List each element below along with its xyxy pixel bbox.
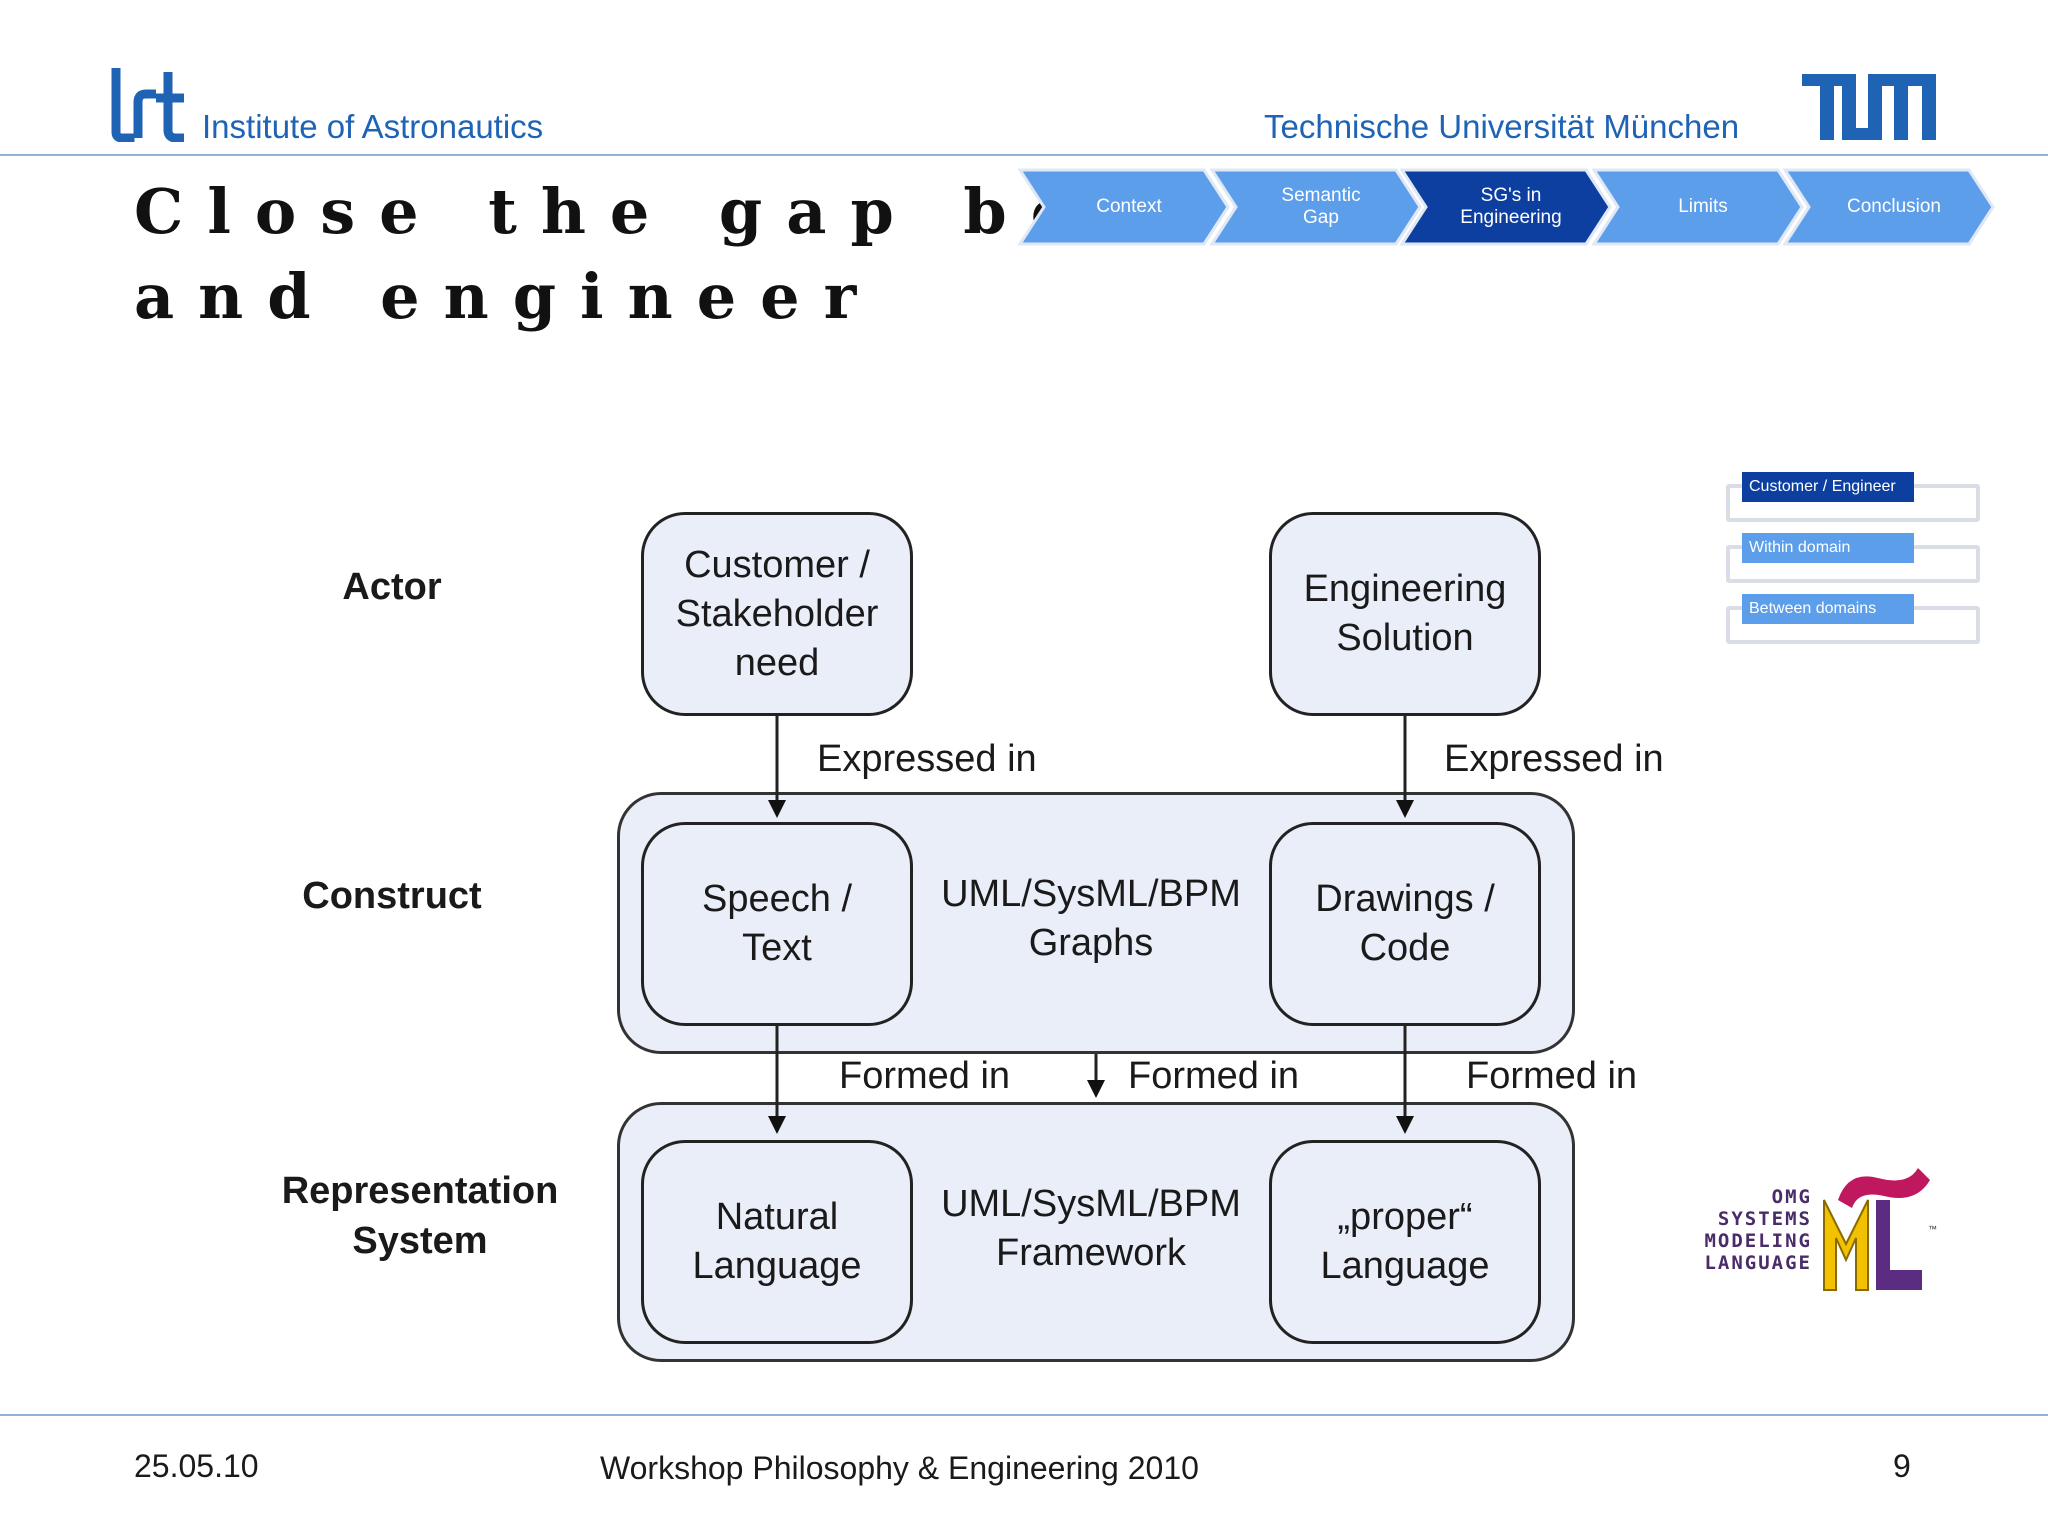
subnav-between-domains[interactable]: Between domains [1742, 594, 1914, 624]
footer-date: 25.05.10 [134, 1448, 259, 1484]
slide-title-line-2: and engineer [134, 260, 881, 333]
progress-step-limits[interactable]: Limits [1592, 168, 1804, 246]
row-label-actor: Actor [342, 566, 442, 608]
progress-step-conclusion[interactable]: Conclusion [1783, 168, 1995, 246]
row-label-construct: Construct [302, 875, 482, 917]
header-divider [0, 154, 2048, 156]
progress-step-label: Limits [1678, 196, 1728, 217]
tum-logo [1802, 74, 1936, 140]
footer-event: Workshop Philosophy & Engineering 2010 [600, 1450, 1199, 1486]
proper-language-box: „proper“ Language [1269, 1140, 1541, 1344]
sysml-logo-word: LANGUAGE [1704, 1252, 1812, 1274]
footer-page-number: 9 [1893, 1448, 1911, 1484]
sysml-logo-word: MODELING [1704, 1230, 1812, 1252]
progress-step-sg-s-in-engineering[interactable]: SG's in Engineering [1400, 168, 1612, 246]
institute-logo [110, 67, 186, 143]
sysml-logo-word: OMG [1771, 1186, 1812, 1208]
subnav-customer-engineer[interactable]: Customer / Engineer [1742, 472, 1914, 502]
progress-step-label: Conclusion [1847, 196, 1941, 217]
progress-step-context[interactable]: Context [1018, 168, 1230, 246]
progress-step-label: Context [1096, 196, 1162, 217]
institute-name: Institute of Astronautics [202, 108, 544, 145]
footer-divider [0, 1414, 2048, 1416]
edge-label-expressed-left: Expressed in [817, 738, 1037, 780]
edge-label-formed-left: Formed in [839, 1055, 1011, 1097]
slide-title-line-1: Close the gap betw [134, 175, 1225, 248]
edge-label-formed-right: Formed in [1466, 1055, 1638, 1097]
progress-step-semantic-gap[interactable]: Semantic Gap [1210, 168, 1422, 246]
engineering-solution-box: Engineering Solution [1269, 512, 1541, 716]
speech-text-box: Speech / Text [641, 822, 913, 1026]
edge-label-formed-mid: Formed in [1128, 1055, 1300, 1097]
progress-step-label: SG's in Engineering [1460, 185, 1562, 228]
representation-middle-label: UML/SysML/BPM Framework [941, 1183, 1241, 1274]
sysml-logo-word: SYSTEMS [1717, 1208, 1812, 1230]
subnav-within-domain[interactable]: Within domain [1742, 533, 1914, 563]
progress-step-label: Semantic Gap [1281, 185, 1361, 228]
natural-language-box: Natural Language [641, 1140, 913, 1344]
row-label-representation-system: Representation System [281, 1170, 559, 1262]
edge-label-expressed-right: Expressed in [1444, 738, 1664, 780]
university-name: Technische Universität München [1264, 108, 1740, 145]
construct-middle-label: UML/SysML/BPM Graphs [941, 873, 1241, 964]
customer-stakeholder-need-box: Customer / Stakeholder need [641, 512, 913, 716]
tm-mark: ™ [1928, 1224, 1937, 1234]
drawings-code-box: Drawings / Code [1269, 822, 1541, 1026]
